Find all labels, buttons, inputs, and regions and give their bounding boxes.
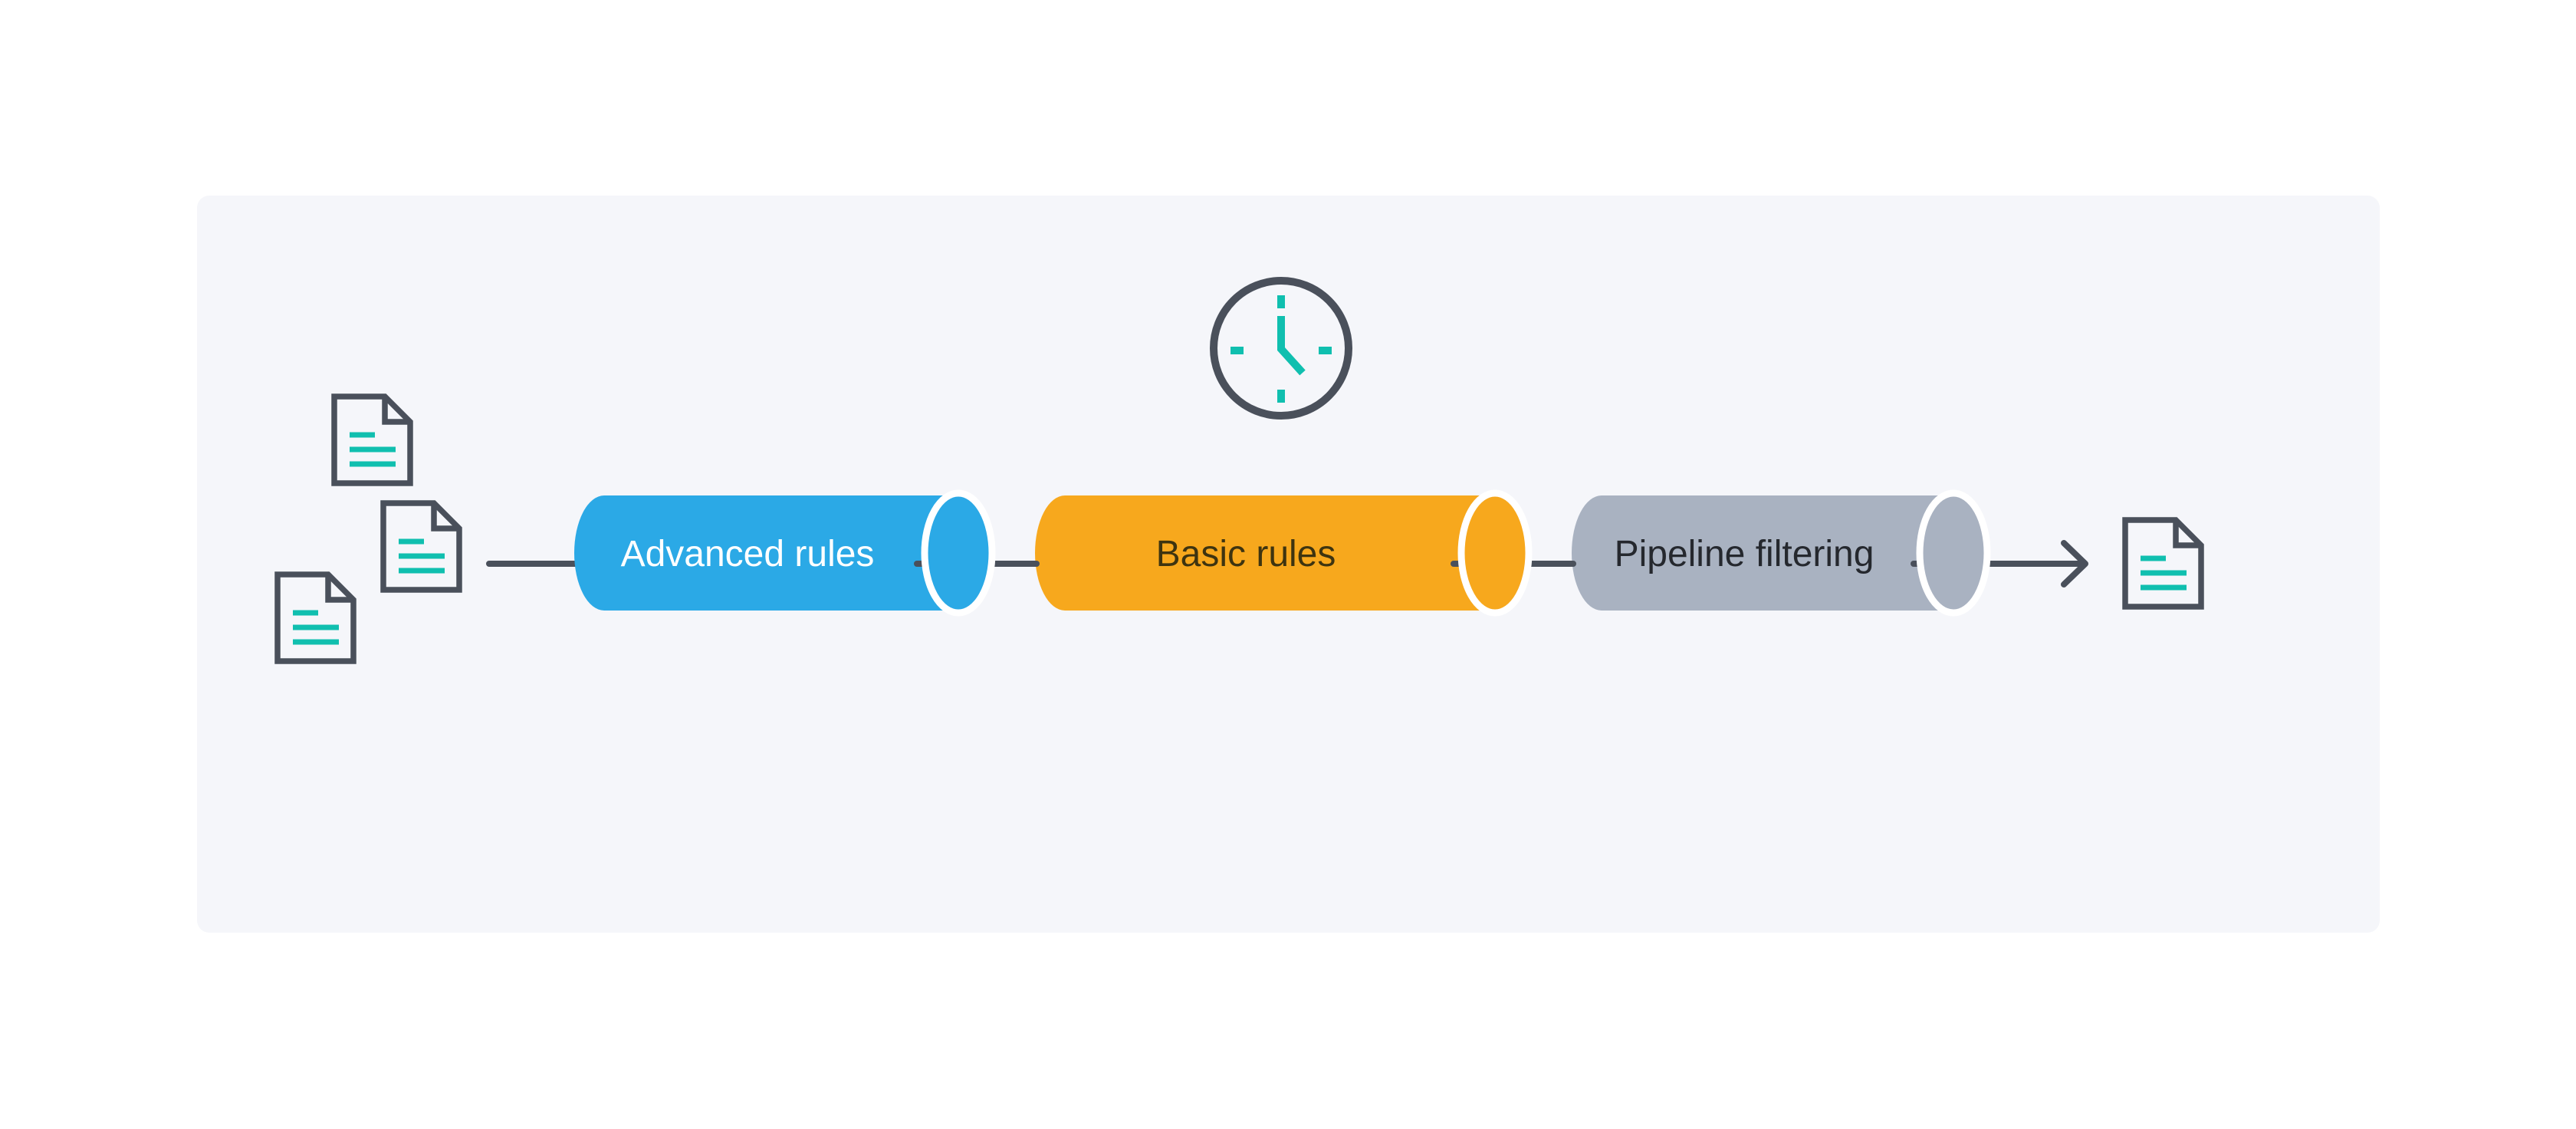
document-icon [274, 571, 356, 664]
stage-label-pipeline-filtering: Pipeline filtering [1615, 534, 1875, 574]
arrow-right-icon [2061, 540, 2088, 588]
clock-icon [1210, 277, 1352, 420]
document-outline [2122, 517, 2204, 610]
document-icon [2122, 517, 2204, 610]
document-icon [380, 500, 462, 593]
cap-advanced-rules [921, 489, 996, 617]
document-outline [331, 393, 413, 486]
cylinder-caps [921, 489, 1991, 617]
document-icon [331, 393, 413, 486]
stage-label-basic-rules: Basic rules [1156, 534, 1336, 574]
document-outline [274, 571, 356, 664]
input-documents [274, 393, 462, 664]
document-outline [380, 500, 462, 593]
document-fold [325, 574, 353, 603]
clock-face [1210, 277, 1352, 420]
document-fold [382, 397, 410, 425]
output-document [2122, 517, 2204, 610]
stage-cylinder-pipeline-filtering [1572, 495, 1953, 611]
stage-cylinder-advanced-rules [574, 495, 958, 611]
document-fold [2173, 520, 2201, 548]
stage-labels: Advanced rules Basic rules Pipeline filt… [621, 534, 1875, 574]
clock-hands [1277, 316, 1306, 376]
stage-cylinders [574, 495, 1953, 611]
document-fold [431, 503, 459, 532]
cap-pipeline-filtering [1916, 489, 1991, 617]
stage-label-advanced-rules: Advanced rules [621, 534, 875, 574]
stage-cylinder-basic-rules [1035, 495, 1495, 611]
cap-basic-rules [1457, 489, 1533, 617]
